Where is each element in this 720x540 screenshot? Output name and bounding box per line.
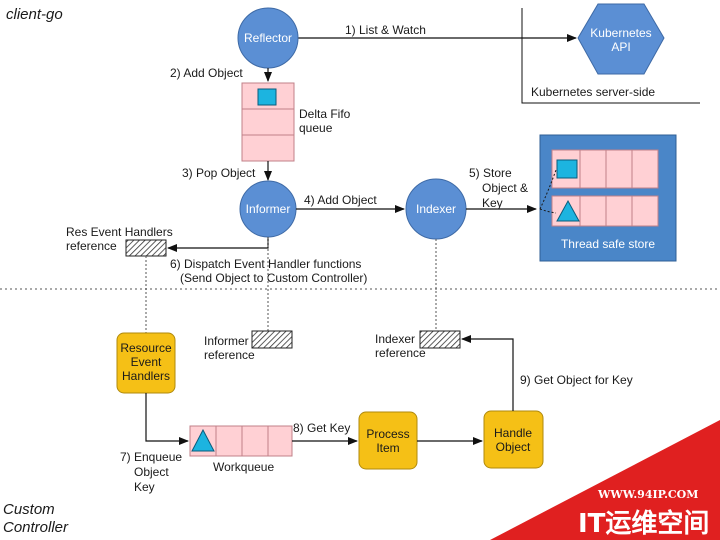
delta-fifo-queue — [241, 82, 295, 162]
thread-safe-store-label: Thread safe store — [561, 237, 655, 251]
res-event-handlers-reference — [125, 239, 167, 257]
delta-fifo-label-line1: Delta Fifo — [299, 107, 351, 121]
step5-label-line2: Object & — [482, 181, 528, 195]
store-object-triangle-icon — [556, 199, 580, 222]
reflector-node[interactable]: Reflector — [237, 7, 299, 69]
step6-label-line2: (Send Object to Custom Controller) — [180, 271, 367, 285]
get-object-arrow — [461, 335, 514, 411]
workqueue — [189, 425, 293, 457]
fifo-object-square-icon — [257, 88, 277, 106]
kubernetes-api-node[interactable]: Kubernetes API — [577, 3, 665, 75]
step7-label-line1: 7) Enqueue — [120, 450, 182, 464]
step8-label: 8) Get Key — [293, 421, 350, 435]
step2-label: 2) Add Object — [170, 66, 243, 80]
delta-fifo-label-line2: queue — [299, 121, 333, 135]
step5-label-line3: Key — [482, 196, 503, 210]
res-event-handlers-ref-label-line2: reference — [66, 239, 117, 253]
res-event-handlers-ref-label-line1: Res Event Handlers — [66, 225, 173, 239]
custom-controller-section-label-line2: Controller — [3, 519, 69, 536]
indexer-ref-label-line1: Indexer — [375, 332, 415, 346]
process-item-label-line2: Item — [376, 441, 399, 455]
thread-safe-store: Thread safe store — [539, 134, 677, 262]
indexer-ref-label-line2: reference — [375, 346, 426, 360]
client-go-section-label: client-go — [6, 6, 63, 23]
informer-ref-label-line1: Informer — [204, 334, 249, 348]
indexer-reference — [419, 330, 461, 349]
handle-object-label-line1: Handle — [494, 426, 532, 440]
resource-event-handlers-label-line2: Event — [131, 355, 162, 369]
watermark-text: IT运维空间 — [578, 508, 709, 539]
step7-label-line3: Key — [134, 480, 155, 494]
step4-label: 4) Add Object — [304, 193, 377, 207]
enqueue-arrow — [145, 393, 189, 445]
step7-label-line2: Object — [134, 465, 169, 479]
step9-label: 9) Get Object for Key — [520, 373, 633, 387]
watermark-url: WWW.94IP.COM — [597, 488, 698, 501]
step5-label-line1: 5) Store — [469, 166, 512, 180]
server-side-boundary — [521, 8, 700, 104]
informer-ref-label-line2: reference — [204, 348, 255, 362]
resource-event-handlers-label-line3: Handlers — [122, 369, 170, 383]
kubernetes-api-label-line1: Kubernetes — [590, 26, 651, 40]
resource-event-handlers-label-line1: Resource — [120, 341, 172, 355]
indexer-node[interactable]: Indexer — [405, 178, 467, 240]
dispatch-handlers-arrow — [167, 237, 269, 252]
step3-label: 3) Pop Object — [182, 166, 256, 180]
process-item-node[interactable]: Process Item — [358, 411, 418, 470]
indexer-label: Indexer — [416, 202, 456, 216]
workqueue-label: Workqueue — [213, 460, 274, 474]
site-watermark: WWW.94IP.COM IT运维空间 — [490, 420, 720, 540]
kubernetes-api-label-line2: API — [611, 40, 630, 54]
custom-controller-section-label-line1: Custom — [3, 501, 55, 518]
informer-reference — [251, 330, 293, 349]
server-side-label: Kubernetes server-side — [531, 85, 655, 99]
step6-label-line1: 6) Dispatch Event Handler functions — [170, 257, 361, 271]
workqueue-key-triangle-icon — [191, 428, 215, 452]
step1-label: 1) List & Watch — [345, 23, 426, 37]
informer-node[interactable]: Informer — [239, 180, 297, 238]
resource-event-handlers-node[interactable]: Resource Event Handlers — [116, 332, 176, 394]
reflector-label: Reflector — [244, 31, 292, 45]
informer-label: Informer — [246, 202, 291, 216]
handle-object-node[interactable]: Handle Object — [483, 410, 544, 469]
handle-object-label-line2: Object — [496, 440, 531, 454]
process-item-label-line1: Process — [366, 427, 409, 441]
store-object-square-icon — [556, 159, 578, 179]
